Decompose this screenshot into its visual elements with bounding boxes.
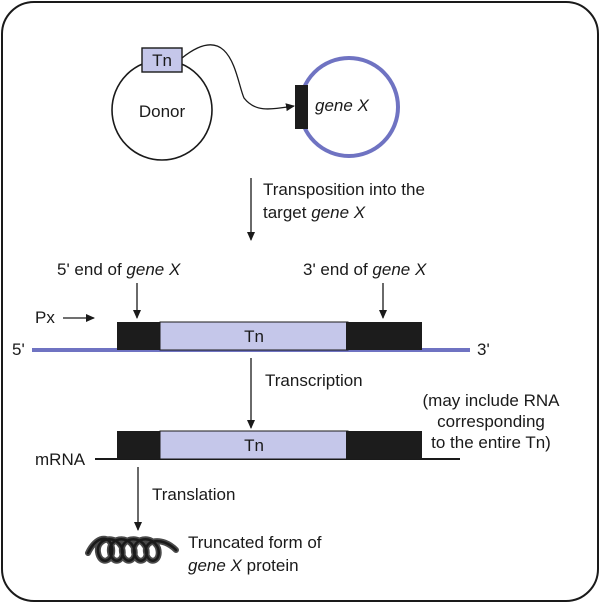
donor-label: Donor [139,102,186,121]
translation-label: Translation [152,485,235,504]
three-end-label: 3' end of gene X [303,260,427,279]
transposition-curve-arrow [181,44,295,112]
donor-tn-box [141,47,183,73]
dna-five-prime-label: 5' [12,340,25,359]
mrna-label: mRNA [35,450,86,469]
gene-x-segment [295,85,308,129]
mrna-right-block [346,431,422,459]
mrna-note-line3: to the entire Tn) [431,433,551,452]
transposition-label-line2: target gene X [263,203,366,222]
gene-x-left-block [117,322,162,350]
mrna-tn-label: Tn [244,436,264,455]
inserted-tn-label: Tn [244,327,264,346]
dna-three-prime-label: 3' [477,340,490,359]
gene-x-right-block [346,322,422,350]
mrna-tn-block [159,430,349,460]
mrna-note-line1: (may include RNA [423,391,561,410]
mrna-note-line2: corresponding [437,412,545,431]
transposition-label-line1: Transposition into the [263,180,425,199]
inserted-tn-block [159,321,349,351]
promoter-label: Px [35,308,55,327]
five-end-label: 5' end of gene X [57,260,181,279]
donor-tn-label: Tn [152,51,172,70]
target-gene-label: gene X [315,96,370,115]
transcription-label: Transcription [265,371,363,390]
truncated-protein-helix-icon [85,535,179,564]
protein-label-line1: Truncated form of [188,533,322,552]
mrna-left-block [117,431,162,459]
protein-label-line2: gene X protein [188,556,299,575]
